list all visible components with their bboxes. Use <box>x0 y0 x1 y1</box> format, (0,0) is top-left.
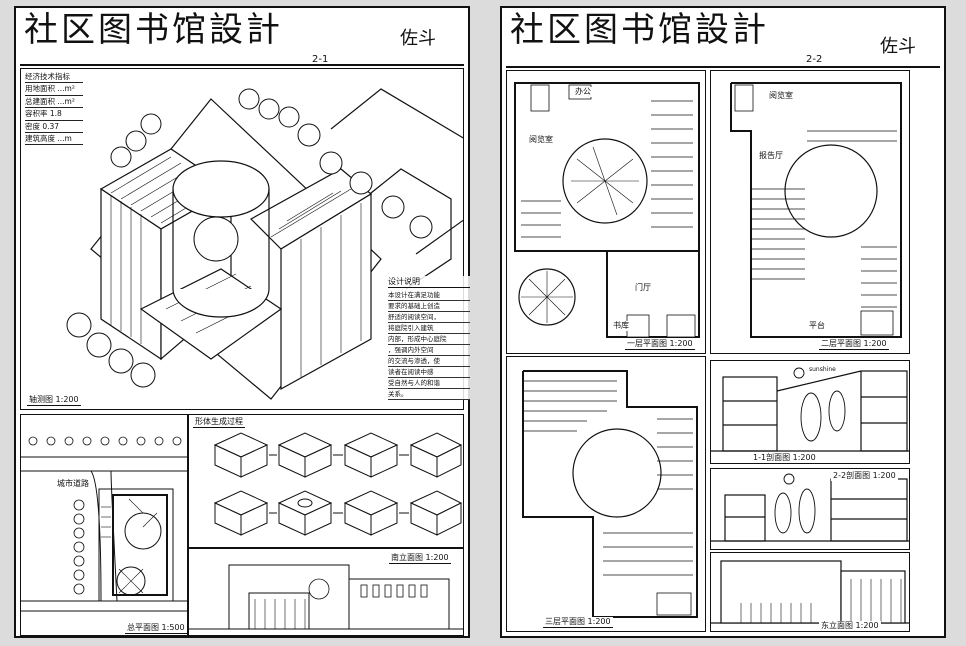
site-plan-label: 总平面图 1:500 <box>125 623 187 634</box>
note-line: 要求的基础上创造 <box>388 301 470 312</box>
note-line: 关系。 <box>388 389 470 400</box>
first-floor-plan-label: 一层平面图 1:200 <box>625 339 695 350</box>
elevation-panel: 南立面图 1:200 <box>188 548 464 636</box>
note-line: ，强调内外空间 <box>388 345 470 356</box>
room-reading: 阅览室 <box>527 135 555 145</box>
note-line: 内部，形成中心庭院 <box>388 334 470 345</box>
east-elevation-drawing <box>711 560 909 624</box>
second-floor-plan-panel: 阅览室 报告厅 平台 二层平面图 1:200 <box>710 70 910 354</box>
second-floor-plan <box>730 82 902 338</box>
note-line: 舒适的阅读空间， <box>388 312 470 323</box>
info-line: 密度 0.37 <box>25 121 83 134</box>
elevation-label: 南立面图 1:200 <box>389 553 451 564</box>
second-floor-plan-label: 二层平面图 1:200 <box>819 339 889 350</box>
axonometric-drawing <box>66 88 463 400</box>
author-signature: 佐斗 <box>400 28 436 49</box>
room-office: 办公 <box>573 87 593 97</box>
section-b-drawing <box>711 473 909 542</box>
note-line: 将庭院引入建筑 <box>388 323 470 334</box>
sheet-number: 2-1 <box>312 54 329 65</box>
note-line: 读者在阅读中感 <box>388 367 470 378</box>
info-line: 用地面积 ...m² <box>25 83 83 96</box>
room-storage: 书库 <box>611 321 631 331</box>
sheet-right: 社区图书馆設計 2-2 佐斗 <box>500 6 946 638</box>
note-line: 本设计在满足功能 <box>388 290 470 301</box>
room-lobby: 门厅 <box>633 283 653 293</box>
east-elevation-panel: 东立面图 1:200 <box>710 552 910 632</box>
info-line: 总建面积 ...m² <box>25 96 83 109</box>
info-line: 经济技术指标 <box>25 71 83 84</box>
info-line: 建筑高度 ...m <box>25 133 83 146</box>
technical-indicators: 经济技术指标 用地面积 ...m² 总建面积 ...m² 容积率 1.8 密度 … <box>25 71 83 146</box>
east-elevation-label: 东立面图 1:200 <box>819 621 881 631</box>
site-plan-drawing <box>21 436 187 612</box>
room-reading-hall: 阅览室 <box>767 91 795 101</box>
axonometric-label: 轴测图 1:200 <box>27 395 81 406</box>
title-rule <box>506 66 940 68</box>
title-rule <box>20 64 464 66</box>
design-description: 设计说明 本设计在满足功能 要求的基础上创造 舒适的阅读空间， 将庭院引入建筑 … <box>388 276 470 400</box>
third-floor-plan-panel: 三层平面图 1:200 <box>506 356 706 632</box>
first-floor-plan-panel: 办公 阅览室 门厅 书库 一层平面图 1:200 <box>506 70 706 354</box>
section-a-drawing <box>711 367 909 452</box>
author-signature: 佐斗 <box>880 36 916 57</box>
third-floor-plan-label: 三层平面图 1:200 <box>543 617 613 628</box>
info-line: 容积率 1.8 <box>25 108 83 121</box>
room-atrium: 报告厅 <box>757 151 785 161</box>
sheet-title: 社区图书馆設計 <box>510 10 769 50</box>
sheet-title: 社区图书馆設計 <box>24 10 283 50</box>
first-floor-plan <box>514 82 700 338</box>
section-b-label: 2-2剖面图 1:200 <box>831 471 898 481</box>
third-floor-plan <box>522 370 698 618</box>
sheet-number: 2-2 <box>806 54 823 65</box>
section-a-panel: 1-1剖面图 1:200 sunshine <box>710 360 910 464</box>
note-line: 受自然与人的和谐 <box>388 378 470 389</box>
elevation-drawing <box>189 564 463 630</box>
road-label: 城市道路 <box>55 479 91 489</box>
form-generation-panel: 形体生成过程 <box>188 414 464 548</box>
note-line: 的交流与渗透，使 <box>388 356 470 367</box>
sunshine-note: sunshine <box>807 365 838 375</box>
form-diagram <box>213 432 463 536</box>
site-plan-panel: 城市道路 总平面图 1:500 <box>20 414 188 636</box>
section-b-panel: 2-2剖面图 1:200 <box>710 468 910 550</box>
note-title: 设计说明 <box>388 276 470 288</box>
form-generation-label: 形体生成过程 <box>193 417 245 428</box>
section-a-label: 1-1剖面图 1:200 <box>751 453 818 463</box>
sheet-left: 社区图书馆設計 2-1 佐斗 <box>14 6 470 638</box>
room-terrace: 平台 <box>807 321 827 331</box>
